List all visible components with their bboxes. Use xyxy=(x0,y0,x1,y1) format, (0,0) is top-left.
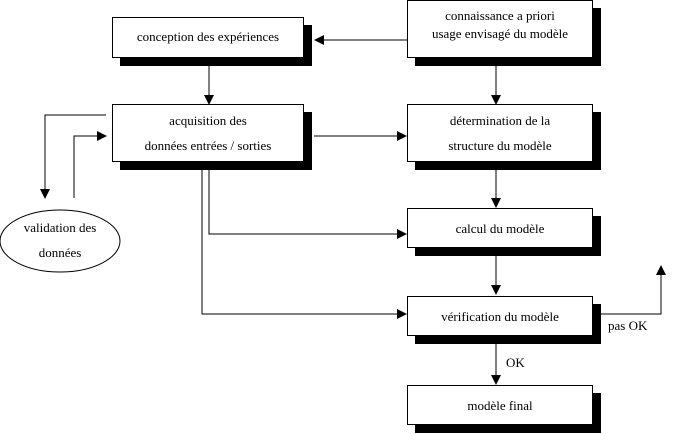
connaissance-text-2: usage envisagé du modèle xyxy=(431,25,569,41)
final-box: modèle final xyxy=(407,385,593,425)
connaissance-text-1: connaissance a priori xyxy=(445,8,555,23)
ok-label: OK xyxy=(506,355,525,370)
acquisition-text-2: données entrées / sorties xyxy=(144,137,272,153)
determination-text-2: structure du modèle xyxy=(448,137,552,153)
arrow-acquisition-to-verification xyxy=(201,170,407,319)
validation-ellipse xyxy=(0,209,121,273)
arrow-pas-ok xyxy=(600,265,666,315)
validation-text-2: données xyxy=(38,245,82,260)
verification-text: vérification du modèle xyxy=(441,309,559,324)
conception-box: conception des expériences xyxy=(112,17,304,58)
connaissance-box: connaissance a priori usage envisagé du … xyxy=(407,0,593,58)
final-text: modèle final xyxy=(467,398,533,413)
arrow-acquisition-to-calcul xyxy=(208,170,407,239)
pas-ok-label: pas OK xyxy=(608,318,648,333)
acquisition-text-1: acquisition des xyxy=(169,113,247,128)
arrow-validation-to-acquisition xyxy=(73,131,107,198)
determination-box: détermination de la structure du modèle xyxy=(407,104,593,162)
calcul-box: calcul du modèle xyxy=(407,208,593,248)
calcul-text: calcul du modèle xyxy=(455,221,545,236)
arrow-acquisition-to-validation xyxy=(40,114,106,199)
determination-text-1: détermination de la xyxy=(449,113,551,128)
validation-text-1: validation des xyxy=(23,220,97,235)
conception-text: conception des expériences xyxy=(136,29,280,44)
verification-box: vérification du modèle xyxy=(407,296,593,336)
acquisition-box: acquisition des données entrées / sortie… xyxy=(112,104,304,162)
